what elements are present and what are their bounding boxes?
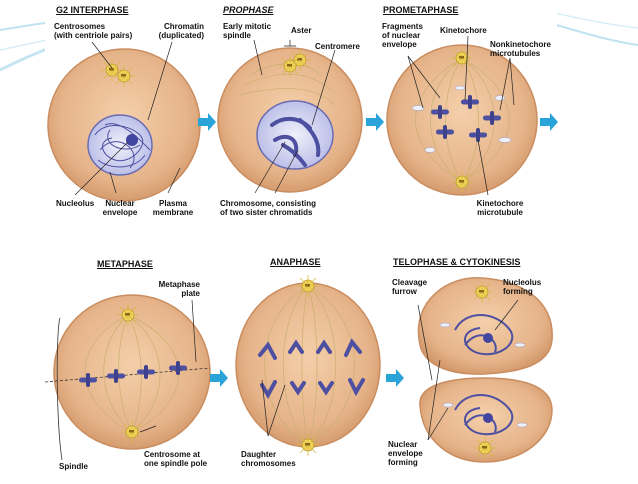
metaphase-cell — [44, 294, 211, 461]
stage-title-prophase: PROPHASE — [223, 5, 274, 15]
centrosome-icon — [112, 64, 136, 88]
centrosome-icon — [470, 280, 494, 304]
leader-lines — [74, 35, 519, 441]
label-centromere: Centromere — [315, 42, 360, 51]
spindle-pole-icon — [120, 420, 144, 444]
arrow-icon — [540, 113, 558, 131]
label-aster: Aster — [291, 26, 312, 35]
nucleus — [87, 114, 153, 176]
anaphase-cell — [235, 274, 381, 457]
g2-interphase-cell — [47, 48, 201, 202]
arrow-icon — [210, 369, 228, 387]
telophase-cells — [417, 277, 553, 463]
prophase-cell — [217, 47, 363, 193]
stage-title-prometaphase: PROMETAPHASE — [383, 5, 459, 15]
arrow-icon — [386, 369, 404, 387]
arrow-icon — [366, 113, 384, 131]
daughter-chromosomes — [258, 338, 365, 400]
label-centrosomes: Centrosomes(with centriole pairs) — [54, 22, 133, 40]
label-nucleolus: Nucleolus — [56, 199, 95, 208]
stage-title-g2: G2 INTERPHASE — [56, 5, 129, 15]
stage-title-telophase: TELOPHASE & CYTOKINESIS — [393, 257, 521, 267]
spindle-pole-icon — [450, 46, 474, 70]
stage-title-metaphase: METAPHASE — [97, 259, 153, 269]
spindle-pole-icon — [116, 303, 140, 327]
label-kinetochore: Kinetochore — [440, 26, 487, 35]
nucleolus — [126, 134, 138, 146]
label-spindle: Spindle — [59, 462, 88, 471]
label-chromatin: Chromatin(duplicated) — [158, 22, 204, 40]
spindle-pole-icon — [296, 274, 320, 298]
spindle-pole-icon — [296, 433, 320, 457]
stage-arrows — [198, 113, 558, 387]
spindle-pole-icon — [450, 170, 474, 194]
stage-title-anaphase: ANAPHASE — [270, 257, 321, 267]
centrosome-icon — [473, 436, 497, 460]
prometaphase-cell — [386, 44, 538, 196]
arrow-icon — [198, 113, 216, 131]
chromatin — [94, 123, 151, 169]
aster-icon — [278, 54, 302, 78]
